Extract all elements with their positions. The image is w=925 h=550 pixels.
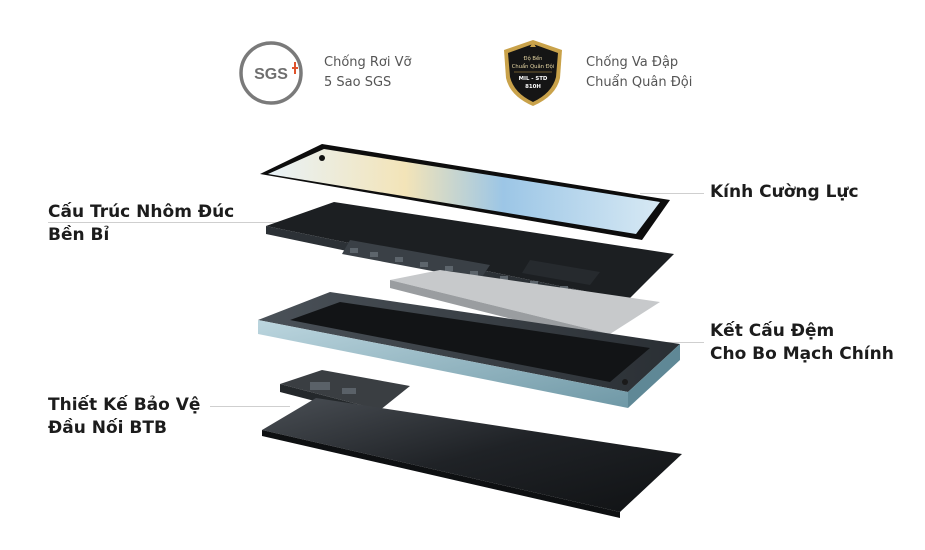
label-frame-line1: Cấu Trúc Nhôm Đúc <box>48 202 235 222</box>
label-btb-line2: Đầu Nối BTB <box>48 418 167 438</box>
label-tempered-glass: Kính Cường Lực <box>710 181 859 204</box>
label-aluminum-frame: Cấu Trúc Nhôm Đúc Bền Bỉ <box>48 201 234 247</box>
cushion-leader-line <box>640 342 704 343</box>
mil-badge-line2: Chuẩn Quân Đội <box>586 75 693 90</box>
frame-leader-line <box>48 222 298 223</box>
mil-logo-line3: MIL - STD <box>519 76 548 82</box>
sgs-badge-line2: 5 Sao SGS <box>324 75 392 90</box>
military-shield-icon: Độ Bền Chuẩn Quân Đội MIL - STD 810H <box>500 38 566 108</box>
label-cushion-line1: Kết Cấu Đệm <box>710 321 835 341</box>
label-cushion-line2: Cho Bo Mạch Chính <box>710 344 894 364</box>
mil-logo-line2: Chuẩn Quân Đội <box>512 63 554 70</box>
sgs-certification-icon: SGS <box>238 38 304 108</box>
btb-leader-line <box>210 406 290 407</box>
label-glass-line1: Kính Cường Lực <box>710 182 859 202</box>
back-panel-layer <box>262 398 682 518</box>
mil-badge-line1: Chống Va Đập <box>586 55 679 70</box>
mil-logo-line4: 810H <box>525 84 541 90</box>
mil-logo-line1: Độ Bền <box>524 54 543 62</box>
sgs-badge-line1: Chống Rơi Vỡ <box>324 55 412 70</box>
glass-leader-line <box>640 193 704 194</box>
cushion-body-layer <box>258 270 680 408</box>
sgs-logo-text: SGS <box>254 66 288 83</box>
label-board-cushion: Kết Cấu Đệm Cho Bo Mạch Chính <box>710 320 894 366</box>
certification-badges: SGS Chống Rơi Vỡ 5 Sao SGS Độ Bền Chuẩn … <box>0 38 925 118</box>
mil-badge-text: Chống Va Đập Chuẩn Quân Đội <box>586 53 692 93</box>
sgs-badge-text: Chống Rơi Vỡ 5 Sao SGS <box>324 53 411 93</box>
sgs-badge: SGS Chống Rơi Vỡ 5 Sao SGS <box>238 38 411 108</box>
display-glass-layer <box>260 144 670 240</box>
label-frame-line2: Bền Bỉ <box>48 225 110 245</box>
mil-std-badge: Độ Bền Chuẩn Quân Đội MIL - STD 810H Chố… <box>500 38 692 108</box>
label-btb-line1: Thiết Kế Bảo Vệ <box>48 395 201 415</box>
exploded-phone-layers-icon <box>230 130 700 530</box>
label-btb-protection: Thiết Kế Bảo Vệ Đầu Nối BTB <box>48 394 200 440</box>
